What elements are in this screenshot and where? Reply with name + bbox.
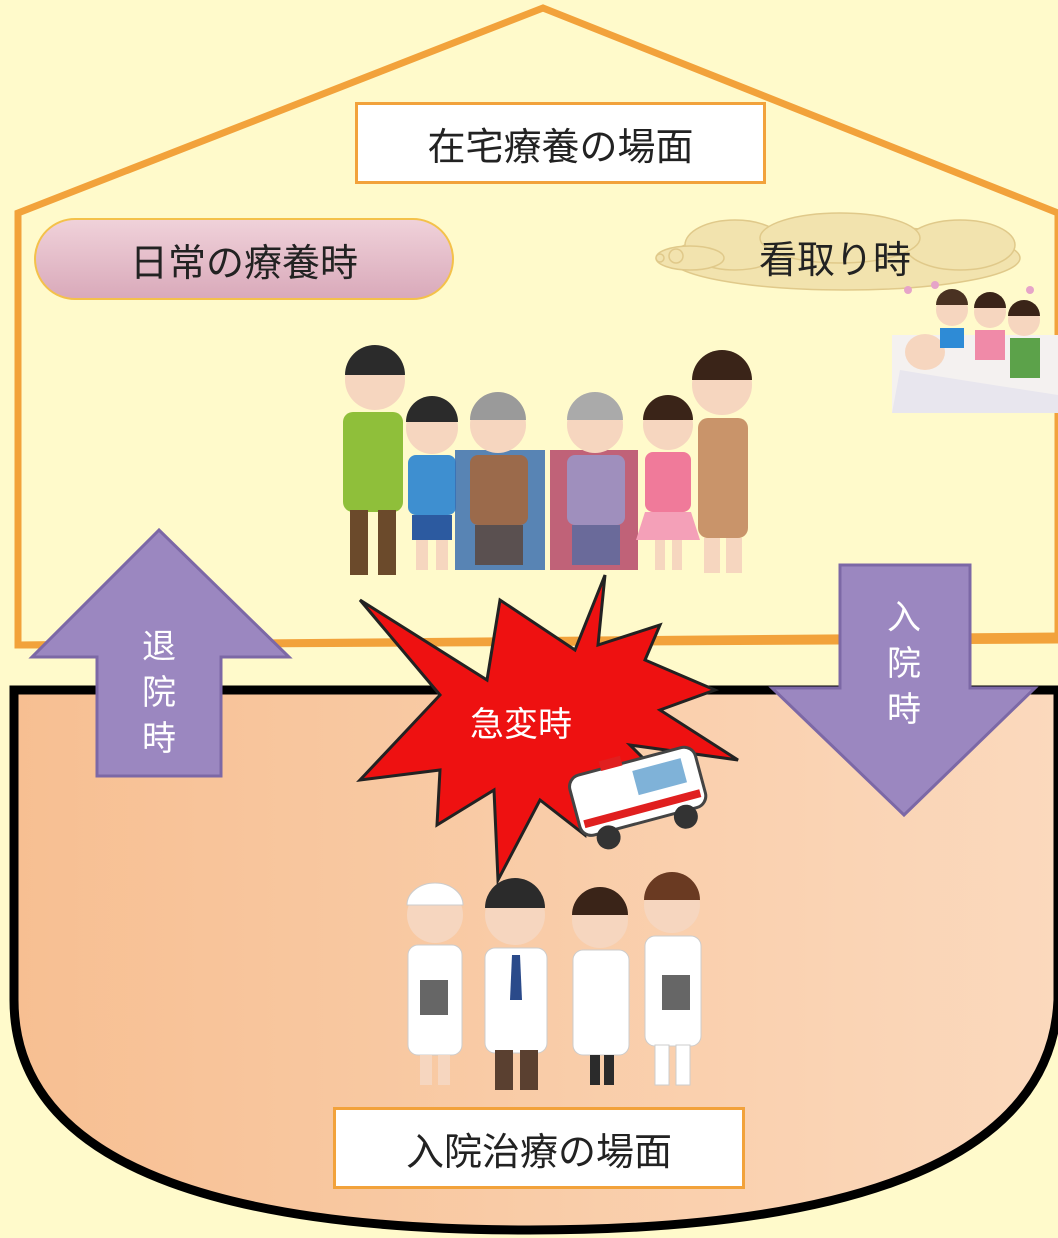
family-illustration — [343, 345, 752, 575]
discharge-char-1: 退 — [142, 627, 176, 667]
medical-staff-illustration — [406, 872, 702, 1090]
admission-char-3: 時 — [887, 690, 921, 730]
daily-care-label: 日常の療養時 — [129, 240, 358, 285]
discharge-char-2: 院 — [142, 673, 176, 713]
emergency-label: 急変時 — [470, 705, 572, 745]
emergency-burst — [356, 574, 739, 886]
discharge-char-3: 時 — [142, 719, 176, 759]
admission-char-2: 院 — [887, 644, 921, 684]
admission-char-1: 入 — [887, 598, 921, 638]
hospital-scene-title: 入院治療の場面 — [333, 1107, 745, 1189]
daily-care-oval — [34, 218, 454, 300]
bedside-family-illustration — [892, 281, 1058, 413]
end-of-life-cloud — [655, 212, 1021, 291]
admission-arrow — [768, 563, 1039, 818]
ambulance-illustration — [568, 745, 708, 850]
home-scene-title: 在宅療養の場面 — [355, 102, 766, 184]
end-of-life-label: 看取り時 — [758, 237, 911, 282]
discharge-arrow — [28, 527, 293, 778]
